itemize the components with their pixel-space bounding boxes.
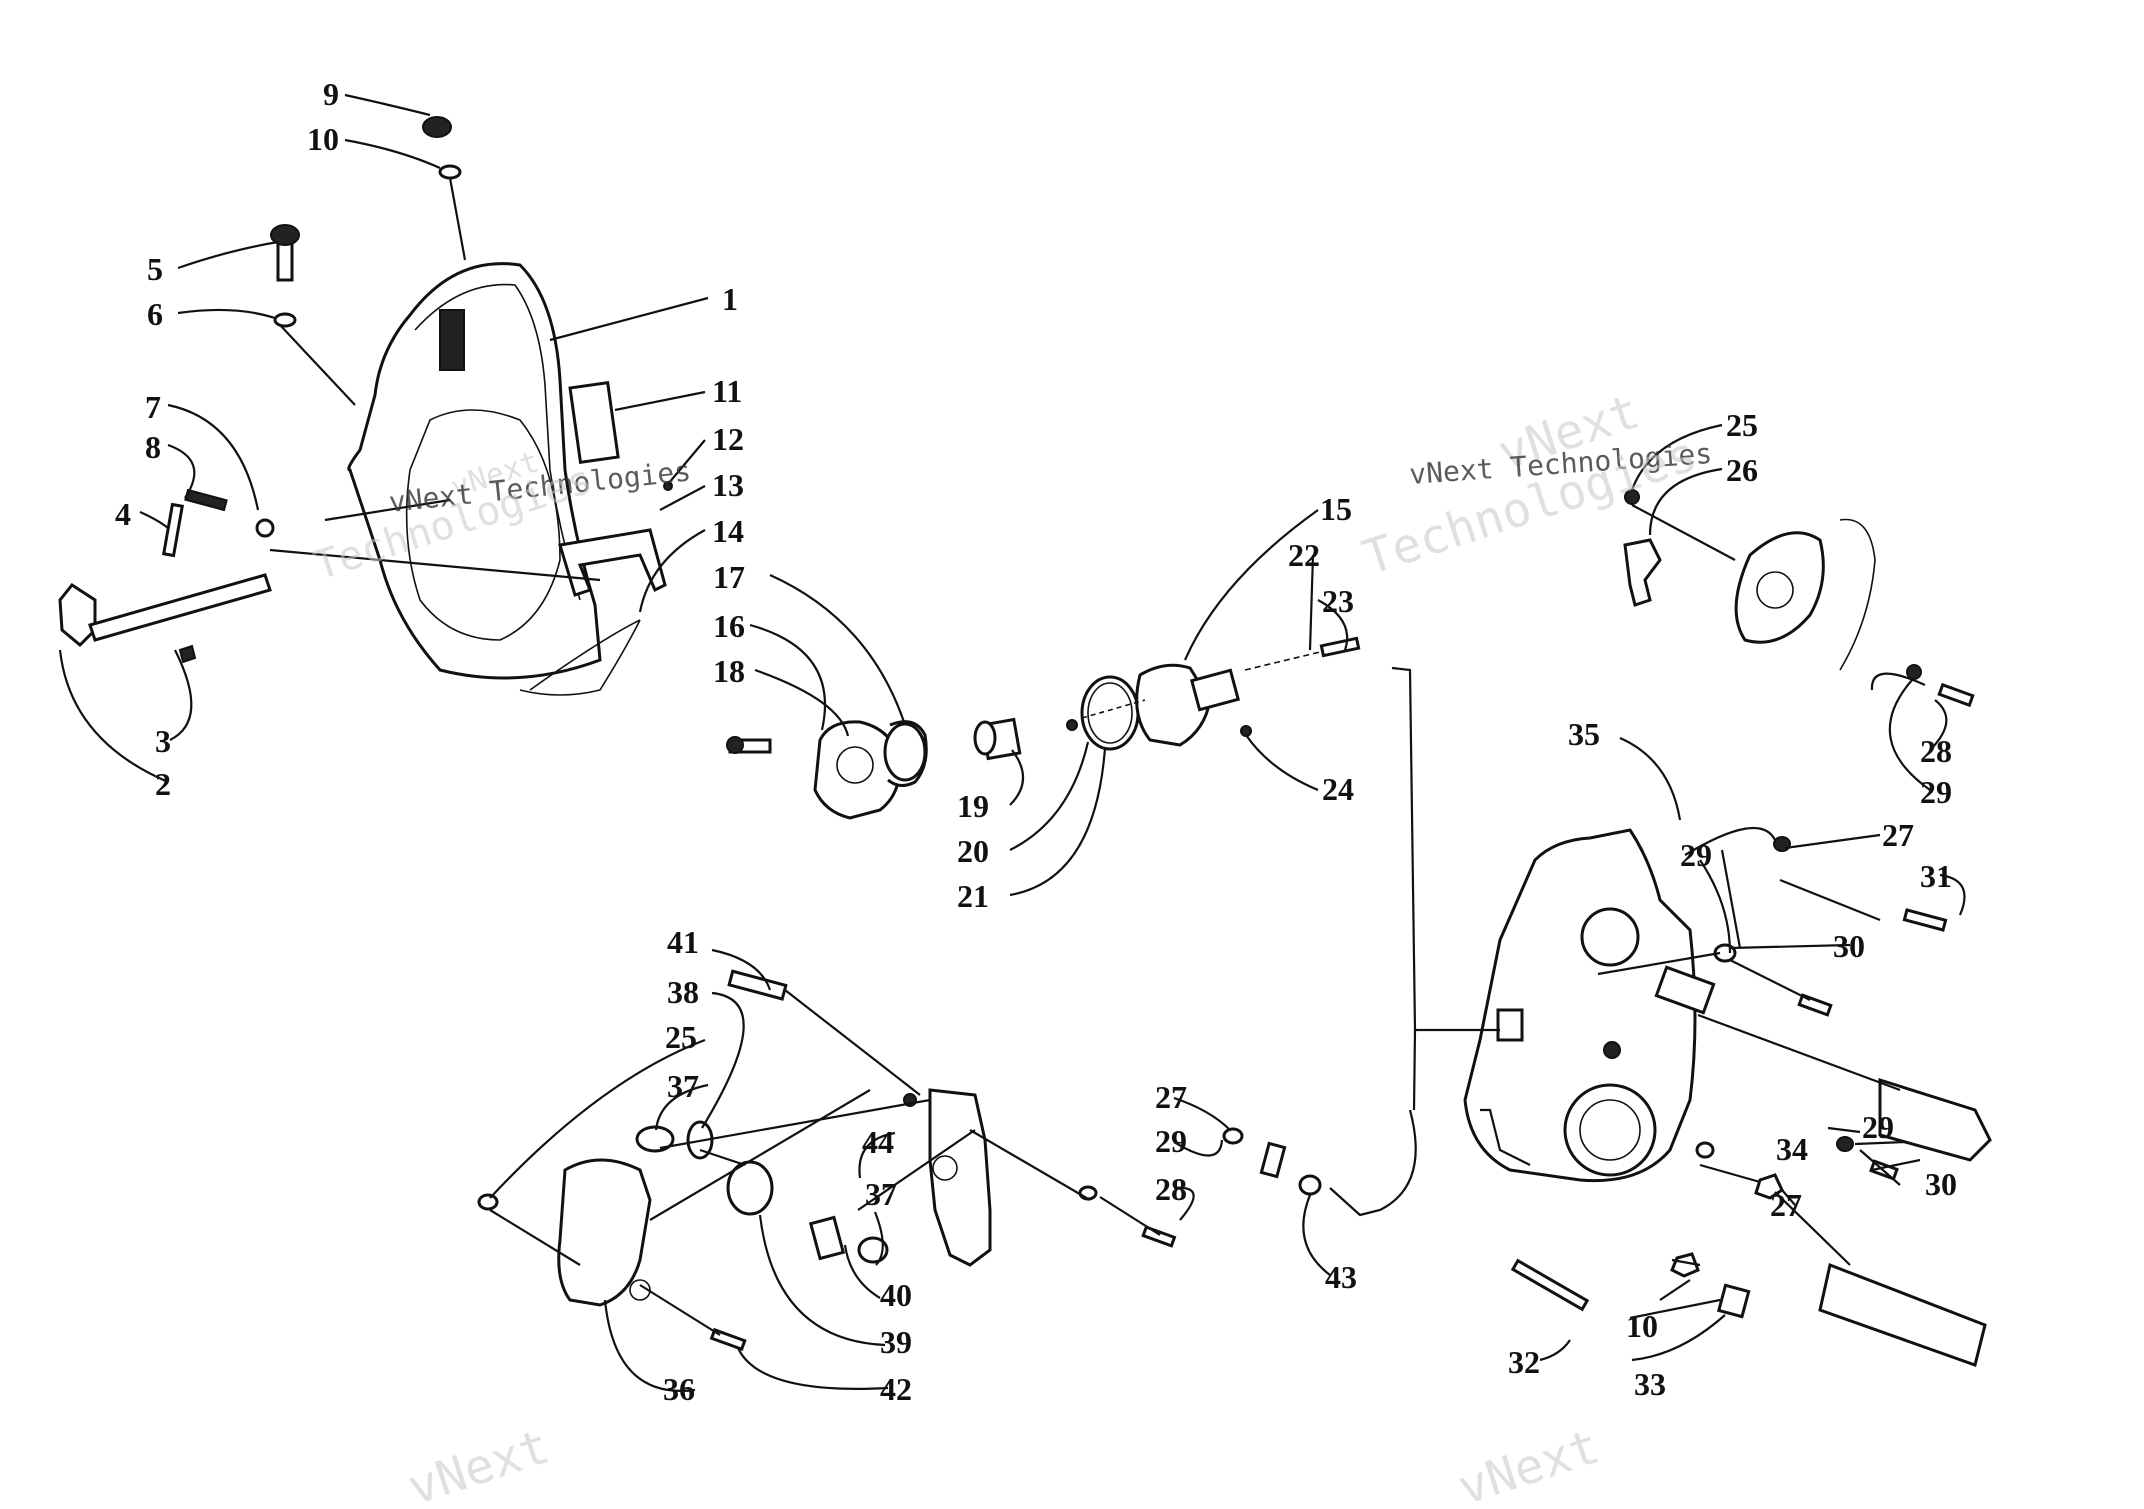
lever-shaft-part xyxy=(58,488,275,664)
upper-bracket-part xyxy=(1623,489,1975,708)
callout-1: 1 xyxy=(722,281,738,317)
callout-43: 43 xyxy=(1325,1259,1357,1295)
callout-5: 5 xyxy=(147,251,163,287)
leader-lines xyxy=(58,93,1966,1392)
callout-28-repeat: 28 xyxy=(1155,1171,1187,1207)
callout-10: 10 xyxy=(307,121,339,157)
callout-37: 37 xyxy=(667,1068,699,1104)
callout-35: 35 xyxy=(1568,716,1600,752)
upper-bolt-part xyxy=(422,116,462,180)
callout-labels: 1 2 3 4 5 6 7 8 9 10 11 12 13 14 15 16 1… xyxy=(115,76,1957,1407)
right-fasteners xyxy=(1510,836,1992,1367)
callout-31: 31 xyxy=(1920,858,1952,894)
callout-16: 16 xyxy=(713,608,745,644)
main-chaincase-part xyxy=(1463,828,1716,1183)
callout-18: 18 xyxy=(713,653,745,689)
callout-12: 12 xyxy=(712,421,744,457)
callout-28: 28 xyxy=(1920,733,1952,769)
callout-13: 13 xyxy=(712,467,744,503)
callout-34: 34 xyxy=(1776,1131,1808,1167)
callout-2: 2 xyxy=(155,766,171,802)
callout-24: 24 xyxy=(1322,771,1354,807)
callout-29: 29 xyxy=(1920,774,1952,810)
callout-3: 3 xyxy=(155,723,171,759)
callout-33: 33 xyxy=(1634,1366,1666,1402)
callout-23: 23 xyxy=(1322,583,1354,619)
callout-40: 40 xyxy=(880,1277,912,1313)
callout-30: 30 xyxy=(1833,928,1865,964)
callout-29-repeat-c: 29 xyxy=(1155,1123,1187,1159)
callout-19: 19 xyxy=(957,788,989,824)
gasket-parts xyxy=(529,481,673,691)
callout-8: 8 xyxy=(145,429,161,465)
callout-41: 41 xyxy=(667,924,699,960)
callout-25-repeat: 25 xyxy=(665,1019,697,1055)
callout-9: 9 xyxy=(323,76,339,112)
callout-20: 20 xyxy=(957,833,989,869)
callout-37-repeat: 37 xyxy=(865,1176,897,1212)
callout-22: 22 xyxy=(1288,537,1320,573)
callout-29-repeat-b: 29 xyxy=(1862,1109,1894,1145)
callout-4: 4 xyxy=(115,496,131,532)
bushing-washer-parts xyxy=(973,675,1140,761)
watermark-brand-4: vNext xyxy=(1451,1419,1606,1504)
callout-15: 15 xyxy=(1320,491,1352,527)
callout-29-repeat: 29 xyxy=(1680,837,1712,873)
callout-30-repeat: 30 xyxy=(1925,1166,1957,1202)
adjuster-housing-part xyxy=(1081,636,1361,747)
callout-27-repeat-b: 27 xyxy=(1155,1079,1187,1115)
callout-21: 21 xyxy=(957,878,989,914)
callout-27: 27 xyxy=(1882,817,1914,853)
callout-39: 39 xyxy=(880,1324,912,1360)
callout-32: 32 xyxy=(1508,1344,1540,1380)
callout-36: 36 xyxy=(663,1371,695,1407)
callout-42: 42 xyxy=(880,1371,912,1407)
callout-6: 6 xyxy=(147,296,163,332)
watermark-brand-3: vNext xyxy=(401,1419,556,1504)
callout-10-repeat: 10 xyxy=(1626,1308,1658,1344)
callout-14: 14 xyxy=(712,513,744,549)
callout-7: 7 xyxy=(145,389,161,425)
callout-25: 25 xyxy=(1726,407,1758,443)
callout-11: 11 xyxy=(712,373,742,409)
callout-17: 17 xyxy=(713,559,745,595)
bearing-flange-part xyxy=(726,720,928,820)
callout-44: 44 xyxy=(862,1124,894,1160)
callout-27-repeat: 27 xyxy=(1770,1187,1802,1223)
vent-plug-part xyxy=(270,224,300,328)
callout-26: 26 xyxy=(1726,452,1758,488)
callout-38: 38 xyxy=(667,974,699,1010)
